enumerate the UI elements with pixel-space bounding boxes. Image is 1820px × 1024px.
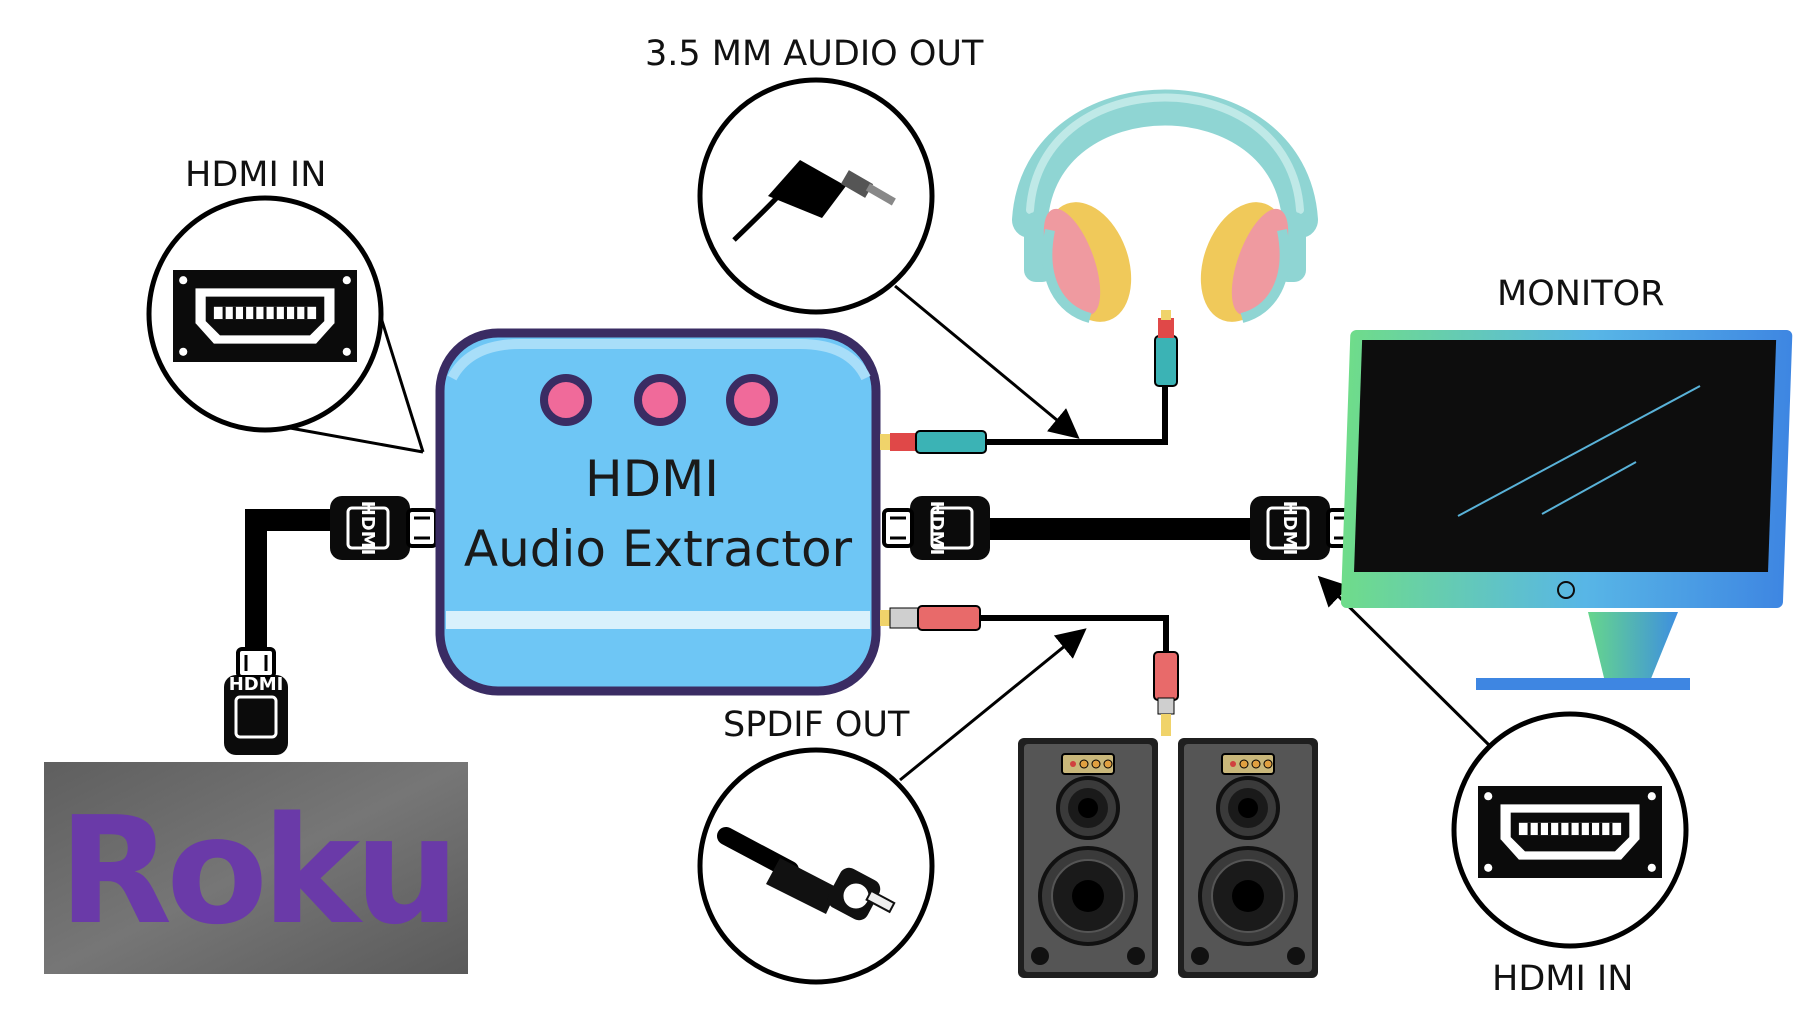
- led-1: [540, 374, 592, 426]
- hdmi-port-icon: [1477, 786, 1663, 878]
- hdmi-in-left-callout: [146, 195, 425, 454]
- spdif-out-callout: [697, 628, 1087, 985]
- label-audio-out: 3.5 MM AUDIO OUT: [645, 34, 984, 74]
- label-hdmi-in-right: HDMI IN: [1492, 959, 1633, 999]
- audio-jack-icon: [732, 160, 896, 242]
- hdmi-audio-extractor: HDMI Audio Extractor: [435, 328, 881, 696]
- hdmi-in-right-callout: [1317, 575, 1689, 949]
- roku-logo: Roku: [58, 785, 453, 957]
- spdif-cable: [880, 605, 1179, 736]
- roku-device: Roku: [44, 762, 468, 974]
- hdmi-port-icon: [172, 270, 358, 362]
- led-2: [634, 374, 686, 426]
- extractor-subtitle: Audio Extractor: [464, 520, 853, 578]
- hdmi-cable-output: HDMI HDMI: [882, 494, 1358, 562]
- optical-cable-icon: [717, 827, 896, 921]
- speaker-icon: [1018, 738, 1158, 978]
- label-spdif-out: SPDIF OUT: [723, 705, 910, 745]
- monitor-icon: [1340, 330, 1793, 690]
- label-monitor: MONITOR: [1497, 274, 1665, 314]
- audio-cable: [880, 310, 1178, 454]
- hdmi-cable-input: HDMI HDMI: [222, 494, 438, 755]
- headphones-icon: [1012, 89, 1318, 323]
- led-3: [726, 374, 778, 426]
- audio-out-callout: [697, 77, 1080, 439]
- hdmi-connector-label: HDMI: [229, 674, 284, 695]
- extractor-title: HDMI: [585, 450, 719, 508]
- speaker-icon: [1178, 738, 1318, 978]
- hdmi-connector-label: HDMI: [357, 501, 378, 556]
- label-hdmi-in-left: HDMI IN: [185, 155, 326, 195]
- hdmi-connector-label: HDMI: [926, 501, 947, 556]
- hdmi-connector-label: HDMI: [1279, 501, 1300, 556]
